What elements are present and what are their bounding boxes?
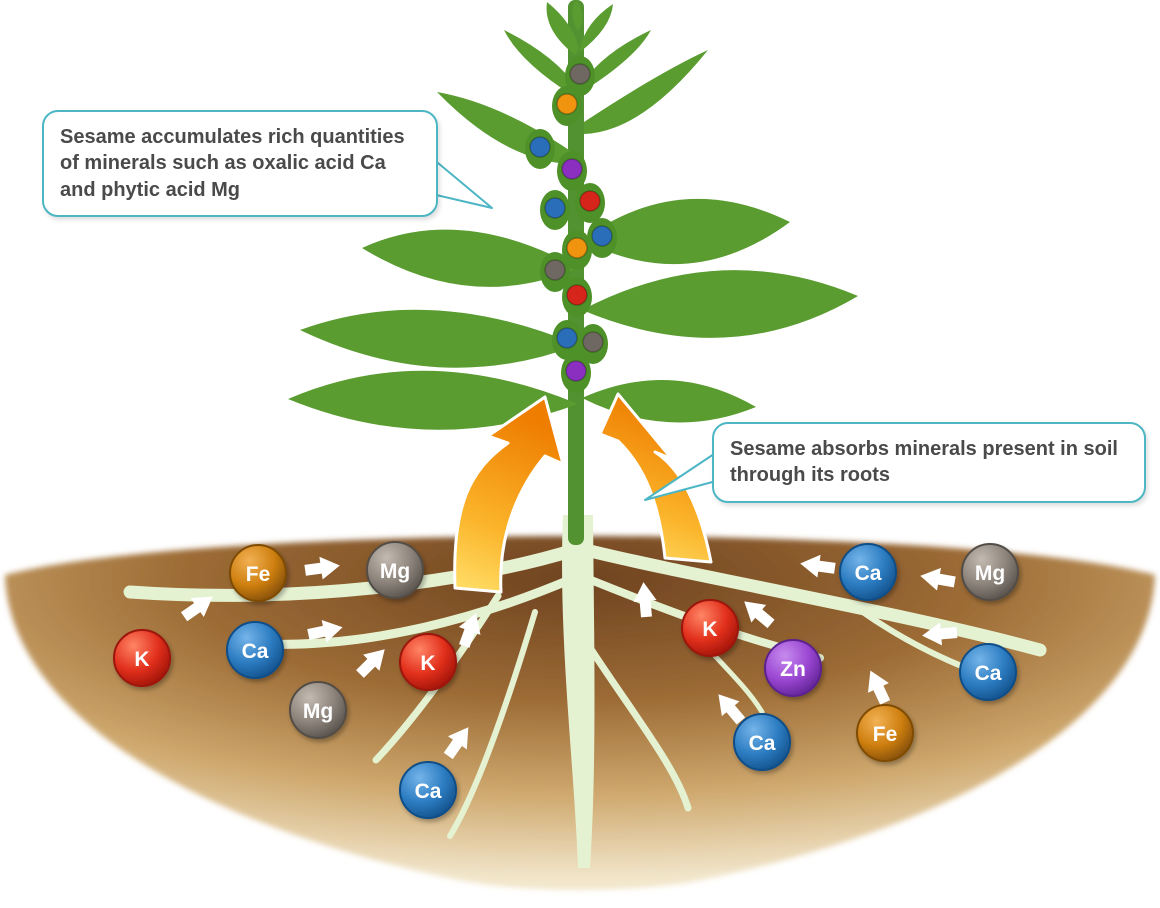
absorption-arrow-right bbox=[598, 392, 713, 564]
mineral-label: Mg bbox=[380, 560, 410, 583]
mineral-label: Mg bbox=[303, 700, 333, 723]
root-lateral-left-2 bbox=[257, 573, 579, 649]
leaf bbox=[580, 30, 651, 92]
mineral-label: Ca bbox=[975, 662, 1002, 685]
mineral-ball-zn: Zn bbox=[764, 639, 822, 697]
soil-flow-arrow-icon bbox=[356, 649, 385, 678]
sesame-seed-gray bbox=[569, 63, 591, 85]
soil-flow-arrow-icon bbox=[920, 567, 956, 591]
mineral-ball-k: K bbox=[399, 633, 457, 691]
soil-flow-arrow-icon bbox=[800, 554, 836, 578]
mineral-label: K bbox=[134, 648, 149, 671]
mineral-label: Zn bbox=[780, 658, 806, 681]
absorption-arrows bbox=[453, 392, 713, 594]
leaf bbox=[362, 229, 578, 287]
mineral-label: Ca bbox=[749, 732, 776, 755]
leaf bbox=[572, 0, 583, 30]
leaf bbox=[584, 50, 708, 134]
soil-flow-arrow-icon bbox=[868, 670, 891, 705]
absorption-arrow-left bbox=[453, 395, 565, 594]
root-branch-right-down-1 bbox=[581, 636, 692, 812]
soil-flow-arrow-icon bbox=[180, 596, 213, 622]
leaf bbox=[288, 370, 578, 430]
sesame-seed-blue bbox=[591, 225, 613, 247]
bubble-left-tail bbox=[431, 157, 493, 209]
soil-flow-arrow-icon bbox=[458, 613, 481, 648]
mineral-ball-fe: Fe bbox=[229, 544, 287, 602]
soil-flow-arrow-icon bbox=[633, 582, 657, 618]
sesame-seed-blue bbox=[529, 136, 551, 158]
sesame-seed-blue bbox=[556, 327, 578, 349]
mineral-ball-mg: Mg bbox=[961, 543, 1019, 601]
mineral-ball-k: K bbox=[113, 629, 171, 687]
sesame-seed-blue bbox=[544, 197, 566, 219]
mineral-ball-ca: Ca bbox=[399, 761, 457, 819]
sesame-plant bbox=[288, 0, 858, 545]
mineral-ball-ca: Ca bbox=[226, 621, 284, 679]
taproot bbox=[562, 515, 595, 868]
soil-flow-arrow-icon bbox=[443, 727, 469, 760]
soil-flow-arrow-icon bbox=[307, 619, 343, 643]
mineral-ball-k: K bbox=[681, 599, 739, 657]
mineral-label: Mg bbox=[975, 562, 1005, 585]
root-branch-left-down-1 bbox=[372, 592, 502, 764]
root-lateral-right-1 bbox=[579, 543, 1047, 657]
sesame-seed-red bbox=[579, 190, 601, 212]
sesame-seed-red bbox=[566, 284, 588, 306]
leaf bbox=[580, 4, 613, 52]
mineral-label: Fe bbox=[246, 563, 271, 586]
leaf bbox=[504, 30, 577, 95]
plant-stem bbox=[568, 0, 584, 545]
soil-arrows bbox=[180, 554, 958, 760]
sesame-seed-orange bbox=[556, 93, 578, 115]
sesame-seed-gray bbox=[544, 259, 566, 281]
mineral-ball-fe: Fe bbox=[856, 704, 914, 762]
mineral-label: Ca bbox=[855, 562, 882, 585]
sesame-seed-purple bbox=[565, 360, 587, 382]
mineral-ball-ca: Ca bbox=[839, 543, 897, 601]
mineral-label: K bbox=[420, 652, 435, 675]
seed-dots bbox=[529, 63, 613, 382]
sesame-seed-purple bbox=[561, 158, 583, 180]
mineral-ball-mg: Mg bbox=[289, 681, 347, 739]
mineral-label: Ca bbox=[415, 780, 442, 803]
mineral-ball-mg: Mg bbox=[366, 541, 424, 599]
leaf bbox=[300, 309, 578, 368]
soil-flow-arrow-icon bbox=[304, 556, 340, 580]
mineral-label: Ca bbox=[242, 640, 269, 663]
leaf bbox=[582, 198, 790, 265]
callout-absorbs-minerals: Sesame absorbs minerals present in soil … bbox=[712, 422, 1146, 503]
soil-flow-arrow-icon bbox=[718, 694, 746, 725]
leaf bbox=[582, 270, 858, 338]
leaf bbox=[546, 2, 579, 55]
callout-accumulates-minerals: Sesame accumulates rich quantities of mi… bbox=[42, 110, 438, 218]
root-branch-left-down-2 bbox=[447, 609, 538, 839]
sesame-seed-orange bbox=[566, 237, 588, 259]
mineral-label: Fe bbox=[873, 723, 898, 746]
soil-flow-arrow-icon bbox=[922, 622, 958, 646]
mineral-ball-ca: Ca bbox=[733, 713, 791, 771]
mineral-label: K bbox=[702, 618, 717, 641]
sesame-seed-gray bbox=[582, 331, 604, 353]
mineral-ball-ca: Ca bbox=[959, 643, 1017, 701]
soil-flow-arrow-icon bbox=[744, 601, 775, 629]
